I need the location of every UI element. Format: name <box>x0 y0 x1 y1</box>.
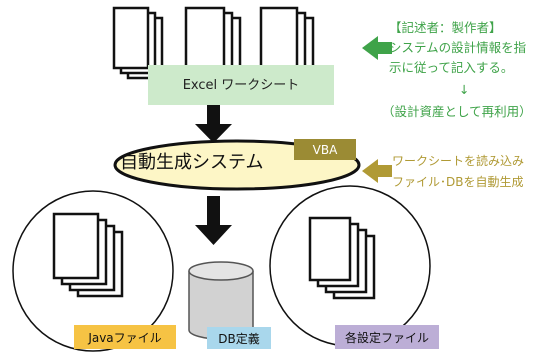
java-file-tag: Javaファイル <box>74 325 176 349</box>
java-output-circle <box>12 190 174 352</box>
engine-title: 自動生成システム <box>120 152 264 173</box>
vba-note-line-2: ファイル･DBを自動生成 <box>392 175 524 189</box>
arrow-excel-to-engine <box>195 105 232 143</box>
settings-file-tag: 各設定ファイル <box>335 325 439 349</box>
document-stack-1 <box>112 6 164 80</box>
vba-note-line-1: ワークシートを読み込み <box>392 154 525 168</box>
java-file-stack <box>52 212 124 298</box>
author-note-line-2: システムの設計情報を指 <box>389 40 527 55</box>
vba-tag: VBA <box>294 139 356 160</box>
author-role-text: 【記述者：製作者】 <box>389 20 502 35</box>
settings-file-stack <box>308 216 376 300</box>
arrow-engine-to-outputs <box>195 196 232 245</box>
author-note-down-arrow: ↓ <box>459 82 470 97</box>
db-definition-tag: DB定義 <box>207 327 271 349</box>
author-note-line-3: 示に従って記入する。 <box>389 60 514 75</box>
excel-worksheet-label: Excel ワークシート <box>148 65 334 105</box>
gold-left-arrow-icon <box>362 159 392 183</box>
green-left-arrow-icon <box>362 36 392 60</box>
author-note-line-4: （設計資産として再利用） <box>382 104 532 119</box>
